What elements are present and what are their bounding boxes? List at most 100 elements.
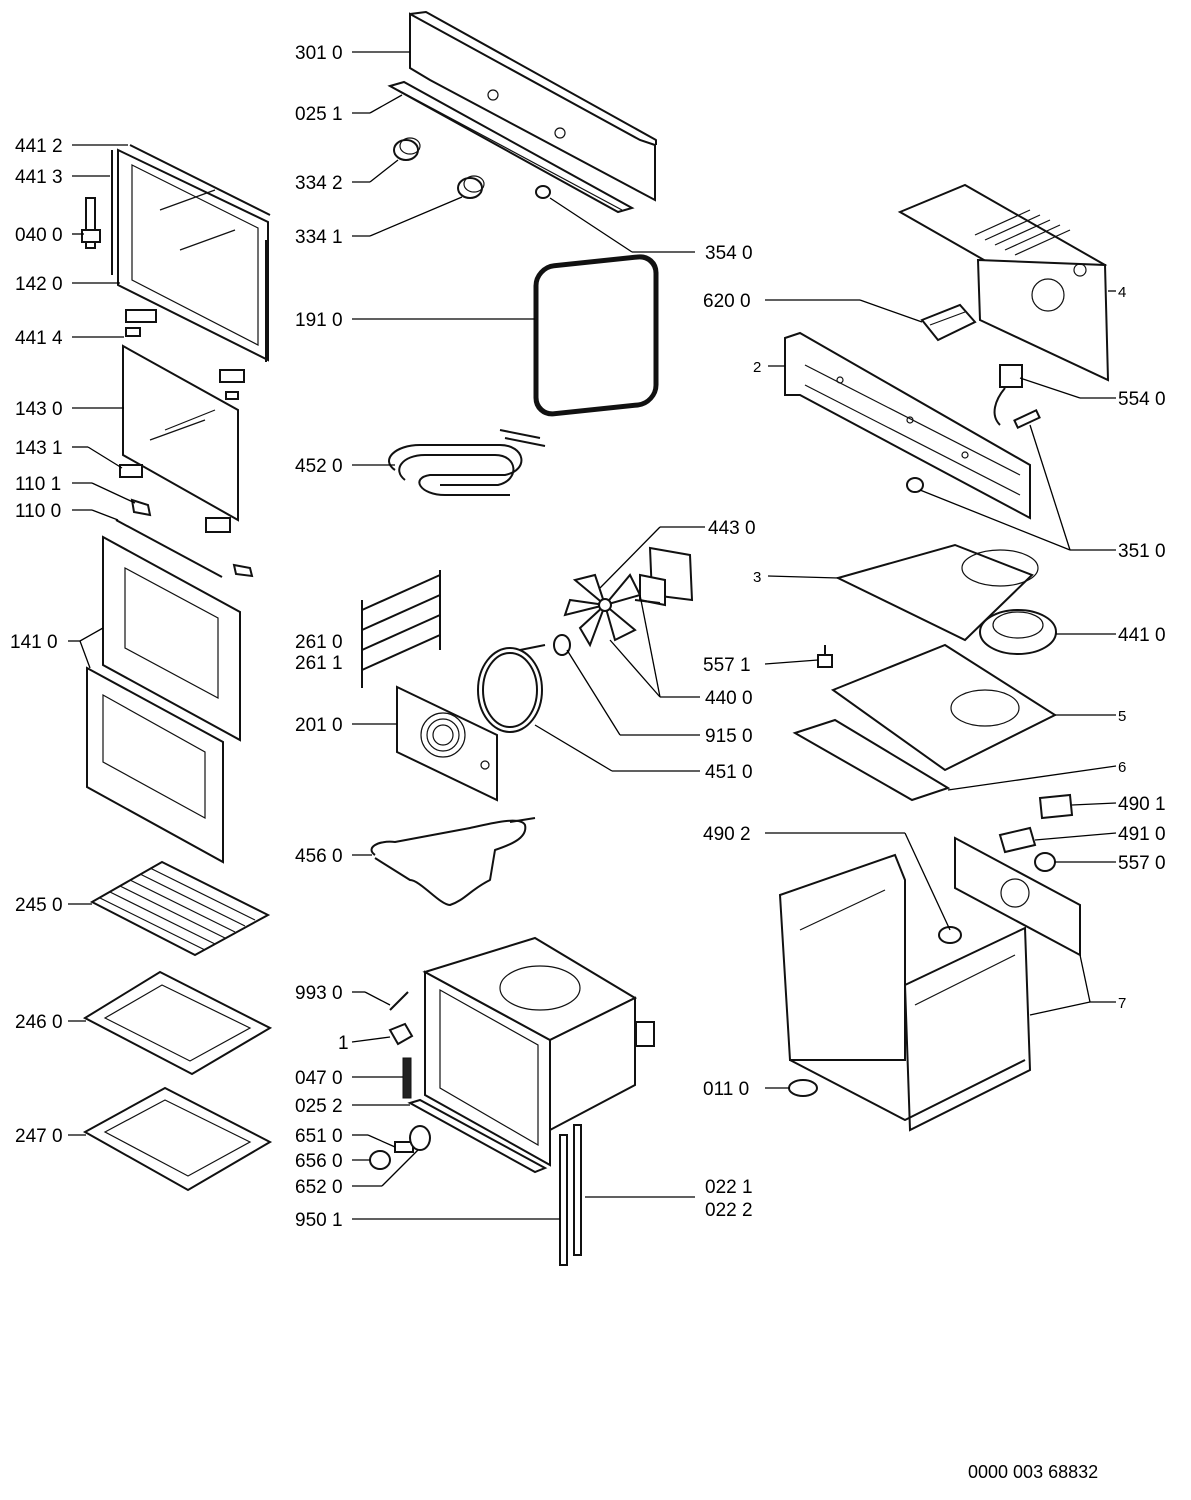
- label-110-1: 110 1: [15, 474, 61, 495]
- label-261-1: 261 1: [295, 653, 343, 674]
- document-id: 0000 003 68832: [968, 1462, 1098, 1482]
- part-baking-tray-deep: [82, 1086, 273, 1192]
- part-control-frame: [784, 331, 1031, 520]
- label-022-2: 022 2: [705, 1200, 753, 1221]
- part-outer-door-glass-2: [86, 666, 224, 864]
- label-047-0: 047 0: [295, 1068, 343, 1089]
- label-554-0: 554 0: [1118, 389, 1166, 410]
- label-3: 3: [753, 569, 761, 586]
- label-247-0: 247 0: [15, 1126, 63, 1147]
- label-656-0: 656 0: [295, 1151, 343, 1172]
- label-441-0: 441 0: [1118, 625, 1166, 646]
- part-outer-casing: [778, 853, 1032, 1132]
- part-bottom-heating-element: [370, 817, 536, 906]
- part-pilot-lamp: [906, 408, 1041, 493]
- label-620-0: 620 0: [703, 291, 751, 312]
- part-safety-thermostat-top: [817, 645, 833, 668]
- part-glass-panel: [122, 344, 239, 522]
- label-652-0: 652 0: [295, 1177, 343, 1198]
- label-201-0: 201 0: [295, 715, 343, 736]
- label-950-1: 950 1: [295, 1210, 343, 1231]
- part-fan-cover: [396, 685, 498, 802]
- label-011-0: 011 0: [703, 1079, 749, 1100]
- part-top-heating-element: [388, 429, 546, 496]
- part-inner-door-frame: [111, 144, 271, 362]
- label-915-0: 915 0: [705, 726, 753, 747]
- label-7: 7: [1118, 995, 1126, 1012]
- label-441-2: 441 2: [15, 136, 63, 157]
- label-557-0: 557 0: [1118, 853, 1166, 874]
- label-191-0: 191 0: [295, 310, 343, 331]
- part-oven-cavity: [422, 936, 655, 1167]
- part-outer-door-glass-1: [102, 535, 241, 742]
- label-993-0: 993 0: [295, 983, 343, 1004]
- label-441-4: 441 4: [15, 328, 63, 349]
- part-circular-element: [477, 644, 546, 733]
- part-glass-clip: [125, 309, 245, 400]
- label-456-0: 456 0: [295, 846, 343, 867]
- label-491-0: 491 0: [1118, 824, 1166, 845]
- label-490-1: 490 1: [1118, 794, 1166, 815]
- part-light-bar: [402, 1057, 412, 1099]
- part-side-strips: [559, 1124, 582, 1266]
- part-cooling-fan: [979, 609, 1057, 655]
- label-4: 4: [1118, 284, 1126, 301]
- label-6: 6: [1118, 759, 1126, 776]
- label-246-0: 246 0: [15, 1012, 63, 1033]
- label-557-1: 557 1: [703, 655, 751, 676]
- part-knob-set: [369, 1125, 431, 1170]
- label-143-1: 143 1: [15, 438, 63, 459]
- label-142-0: 142 0: [15, 274, 63, 295]
- label-334-1: 334 1: [295, 227, 343, 248]
- label-651-0: 651 0: [295, 1126, 343, 1147]
- part-small-clip: [388, 1022, 414, 1046]
- label-334-2: 334 2: [295, 173, 343, 194]
- part-door-seal: [533, 254, 659, 417]
- label-490-2: 490 2: [703, 824, 751, 845]
- label-143-0: 143 0: [15, 399, 63, 420]
- part-labels: 301 0 025 1 334 2 334 1 354 0 441 2 441 …: [10, 43, 1166, 1231]
- part-screw: [389, 991, 409, 1011]
- label-5: 5: [1118, 708, 1126, 725]
- part-safety-thermostat-rear: [1034, 852, 1056, 872]
- part-wire-rack: [89, 860, 271, 957]
- label-2: 2: [753, 359, 761, 376]
- part-switch-block: [920, 303, 977, 342]
- part-knob-large: [457, 175, 485, 199]
- label-245-0: 245 0: [15, 895, 63, 916]
- leader-lines: [68, 51, 1117, 1220]
- part-knob-small: [393, 137, 421, 161]
- part-terminal-cover: [1038, 793, 1074, 820]
- part-top-deflector: [835, 543, 1039, 642]
- label-022-1: 022 1: [705, 1177, 753, 1198]
- label-1: 1: [338, 1033, 349, 1054]
- part-door-hinge: [81, 197, 101, 249]
- label-261-0: 261 0: [295, 632, 343, 653]
- part-fan-blade: [563, 573, 642, 648]
- label-301-0: 301 0: [295, 43, 343, 64]
- label-141-0: 141 0: [10, 632, 58, 653]
- part-adjustable-foot: [788, 1079, 818, 1097]
- part-fan-spacer: [553, 634, 571, 656]
- part-fan-motor: [634, 546, 694, 607]
- label-354-0: 354 0: [705, 243, 753, 264]
- label-025-2: 025 2: [295, 1096, 343, 1117]
- label-025-1: 025 1: [295, 104, 343, 125]
- part-top-frame: [897, 183, 1110, 382]
- part-door-bottom-rail: [407, 1098, 548, 1174]
- label-451-0: 451 0: [705, 762, 753, 783]
- label-441-3: 441 3: [15, 167, 63, 188]
- part-baking-tray-shallow: [82, 970, 273, 1076]
- label-040-0: 040 0: [15, 225, 63, 246]
- label-443-0: 443 0: [708, 518, 756, 539]
- part-bottom-air-plate: [792, 718, 951, 802]
- part-panel-rail: [387, 80, 635, 214]
- label-351-0: 351 0: [1118, 541, 1166, 562]
- part-knob-insert: [535, 185, 551, 199]
- part-cable-grommet: [938, 926, 962, 944]
- part-side-rack-supports: [361, 570, 441, 688]
- part-vent-grille: [974, 209, 1071, 256]
- part-terminal-block: [998, 826, 1037, 854]
- part-door-clips: [115, 464, 254, 578]
